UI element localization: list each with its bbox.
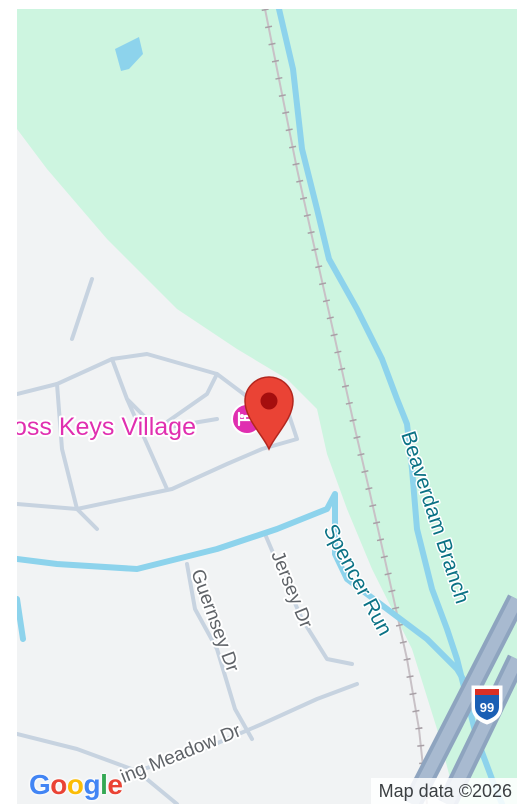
logo-letter: l <box>100 769 108 800</box>
map-pin-icon[interactable] <box>244 376 294 451</box>
poi-label[interactable]: oss Keys Village <box>17 411 198 443</box>
logo-letter: o <box>66 769 84 800</box>
logo-letter: e <box>107 769 123 800</box>
logo-letter: G <box>29 769 51 800</box>
road-label-jersey-dr: Jersey Dr <box>266 548 316 632</box>
road-label-meadow-dr: ...ing Meadow Dr <box>103 720 245 794</box>
shield-number: 99 <box>480 700 494 715</box>
map-attribution[interactable]: Map data ©2026 <box>370 778 517 804</box>
residential-streets <box>17 277 359 804</box>
interstate-shield-icon[interactable]: 99 <box>471 685 503 725</box>
map-canvas[interactable]: 99 Jersey Dr Guernsey Dr ...ing Meadow D… <box>17 9 517 804</box>
google-logo: Google <box>29 769 123 800</box>
logo-letter: o <box>50 769 67 800</box>
pond <box>115 37 143 71</box>
park-area <box>17 9 517 804</box>
railway <box>264 9 428 804</box>
logo-letter: g <box>83 769 101 800</box>
map-view[interactable]: 99 Jersey Dr Guernsey Dr ...ing Meadow D… <box>17 9 517 804</box>
road-label-guernsey-dr: Guernsey Dr <box>186 567 243 676</box>
